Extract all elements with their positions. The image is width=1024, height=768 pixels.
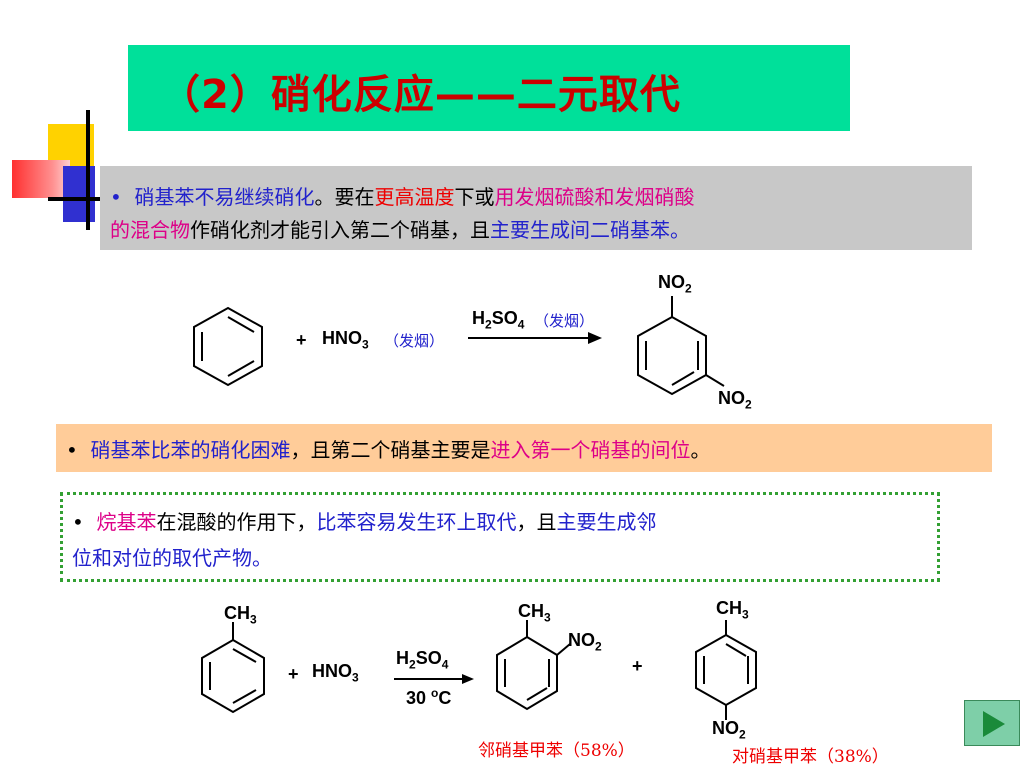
rich-span: ，且 bbox=[516, 510, 557, 534]
nitro-group-label: NO2 bbox=[658, 272, 692, 296]
arrow-head bbox=[588, 332, 602, 344]
decor-red-gradient bbox=[12, 160, 70, 198]
nitro-group-label: NO2 bbox=[568, 630, 602, 654]
decor-vertical-line bbox=[86, 110, 90, 230]
plus-sign: + bbox=[296, 330, 307, 350]
ring-double-bond bbox=[232, 689, 257, 704]
rich-span: 更高温度 bbox=[374, 185, 455, 209]
reaction-condition: 30 oC bbox=[406, 686, 452, 708]
title-bar bbox=[128, 45, 850, 131]
bullet3-box bbox=[60, 492, 940, 582]
decor-horizontal-line bbox=[48, 197, 110, 201]
benzene-ring bbox=[193, 306, 263, 387]
rich-span: 烷基苯 bbox=[96, 510, 157, 534]
nitro-group-label: NO2 bbox=[712, 718, 746, 742]
ortho-product-caption: 邻硝基甲苯（58%） bbox=[478, 741, 635, 761]
bullet-mark: • bbox=[110, 185, 122, 209]
ring-double-bond bbox=[227, 360, 255, 377]
methyl-group-label: CH3 bbox=[518, 601, 551, 625]
rich-span: 的混合物 bbox=[110, 218, 190, 242]
next-slide-button[interactable] bbox=[964, 700, 1020, 746]
slide-title: （2）硝化反应——二元取代 bbox=[160, 72, 681, 118]
catalyst-note: （发烟） bbox=[534, 312, 595, 330]
play-arrow-icon bbox=[983, 711, 1005, 737]
bullet-mark: • bbox=[66, 438, 78, 462]
substituent-bond bbox=[556, 643, 571, 656]
bullet3-line1: • 烷基苯在混酸的作用下，比苯容易发生环上取代，且主要生成邻 bbox=[72, 506, 657, 538]
plus-sign: + bbox=[288, 664, 299, 684]
reagent-note: （发烟） bbox=[384, 332, 445, 350]
ring-double-bond bbox=[526, 687, 548, 701]
rich-span: ，且第二个硝基主要是 bbox=[290, 438, 491, 462]
bullet1-line1: • 硝基苯不易继续硝化。要在更高温度下或用发烟硫酸和发烟硝酸 bbox=[110, 181, 695, 213]
rich-span: 用发烟硫酸和发烟硝酸 bbox=[494, 185, 695, 209]
reagent-formula: HNO3 bbox=[322, 328, 369, 352]
ring-double-bond bbox=[227, 316, 255, 333]
nitro-group-label: NO2 bbox=[718, 388, 752, 412]
rich-span: 硝基苯比苯的硝化困难 bbox=[90, 438, 291, 462]
bullet3-line2: 位和对位的取代产物。 bbox=[72, 542, 272, 574]
rich-span: 硝基苯不易继续硝化 bbox=[134, 185, 315, 209]
reagent-formula: HNO3 bbox=[312, 661, 359, 685]
bullet-mark: • bbox=[72, 510, 84, 534]
rich-span: 。 bbox=[690, 438, 711, 462]
rich-span: 。要在 bbox=[314, 185, 375, 209]
ring-double-bond bbox=[725, 643, 747, 657]
rich-span: 主要生成邻 bbox=[556, 510, 657, 534]
bullet2-text: • 硝基苯比苯的硝化困难，且第二个硝基主要是进入第一个硝基的间位。 bbox=[66, 434, 711, 466]
para-product-caption: 对硝基甲苯（38%） bbox=[732, 747, 889, 767]
benzene-ring bbox=[201, 638, 265, 714]
substituent-bond bbox=[705, 374, 725, 387]
plus-sign: + bbox=[632, 656, 643, 676]
bullet2-box bbox=[56, 424, 992, 472]
rich-span: 比苯容易发生环上取代 bbox=[316, 510, 517, 534]
rich-span: 在混酸的作用下， bbox=[156, 510, 317, 534]
arrow-head bbox=[462, 674, 474, 684]
rich-span: 主要生成间二硝基苯。 bbox=[490, 218, 690, 242]
catalyst-formula: H2SO4 bbox=[396, 648, 449, 672]
bullet1-box bbox=[100, 166, 972, 250]
bullet1-line2: 的混合物作硝化剂才能引入第二个硝基，且主要生成间二硝基苯。 bbox=[110, 214, 690, 246]
benzene-ring bbox=[637, 315, 707, 396]
methyl-group-label: CH3 bbox=[716, 598, 749, 622]
rich-span: 进入第一个硝基的间位 bbox=[490, 438, 691, 462]
rich-span: 下或 bbox=[454, 185, 495, 209]
ring-double-bond bbox=[671, 371, 695, 386]
catalyst-formula: H2SO4 bbox=[472, 308, 525, 332]
methyl-group-label: CH3 bbox=[224, 603, 257, 627]
ring-double-bond bbox=[232, 648, 257, 663]
rich-span: 作硝化剂才能引入第二个硝基，且 bbox=[190, 218, 490, 242]
rich-span: 位和对位的取代产物。 bbox=[72, 546, 272, 570]
